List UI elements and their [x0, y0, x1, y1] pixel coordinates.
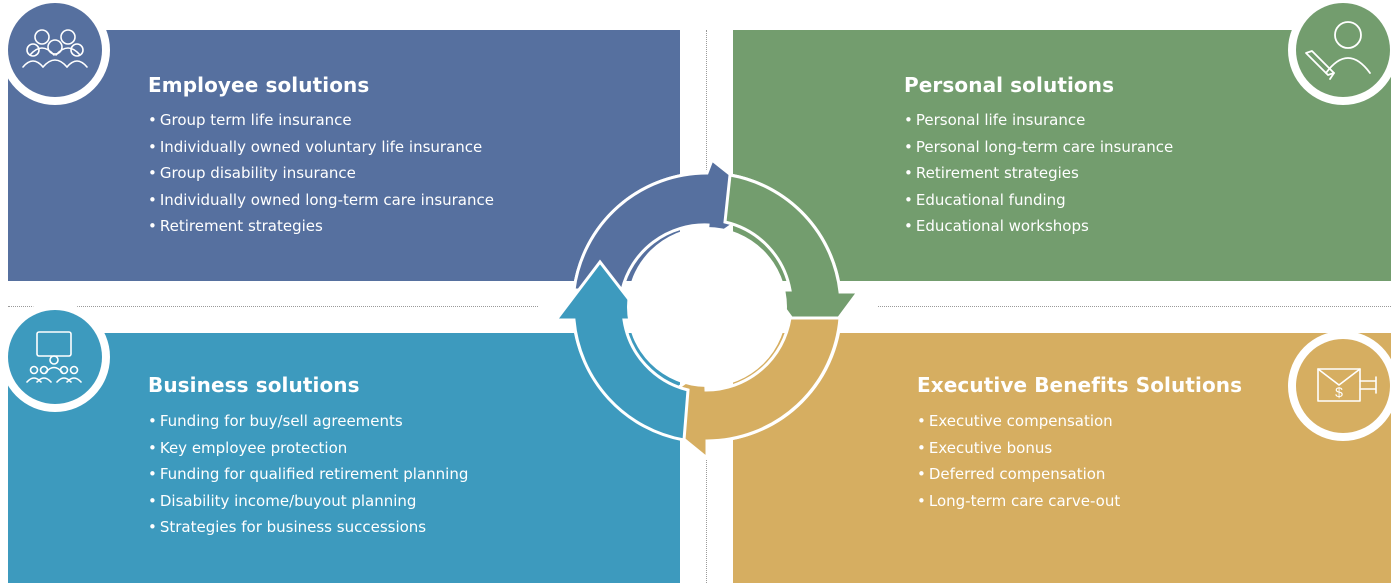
list-item: Strategies for business successions — [148, 514, 468, 541]
business-badge — [0, 302, 110, 412]
group-people-icon — [22, 29, 88, 68]
cycle-arrow-personal — [723, 173, 861, 353]
list-item: Disability income/buyout planning — [148, 488, 468, 515]
divider-top — [706, 30, 707, 190]
list-item: Individually owned long-term care insura… — [148, 187, 494, 214]
employee-solutions-list: Group term life insurance Individually o… — [148, 107, 494, 240]
executive-benefits-panel: Executive Benefits Solutions Executive c… — [733, 333, 1391, 583]
personal-solutions-title: Personal solutions — [904, 73, 1115, 97]
list-item: Funding for qualified retirement plannin… — [148, 461, 469, 488]
business-solutions-list: Funding for buy/sell agreements Key empl… — [148, 408, 469, 541]
list-item: Executive bonus — [917, 435, 1120, 462]
executive-benefits-list: Executive compensation Executive bonus D… — [917, 408, 1120, 514]
dollar-sign: $ — [1335, 384, 1343, 400]
list-item: Personal long-term care insurance — [904, 134, 1173, 161]
cycle-arrow-executive — [645, 316, 842, 462]
divider-right — [878, 306, 1391, 307]
list-item: Key employee protection — [148, 435, 468, 462]
divider-bottom — [706, 420, 707, 583]
employee-badge — [0, 0, 110, 105]
cycle-center — [627, 227, 787, 387]
employee-solutions-title: Employee solutions — [148, 73, 370, 97]
list-item: Retirement strategies — [904, 160, 1173, 187]
presentation-audience-icon — [26, 331, 82, 383]
person-pencil-icon — [1305, 21, 1371, 80]
list-item: Long-term care carve-out — [917, 488, 1120, 515]
list-item: Individually owned voluntary life insura… — [148, 134, 494, 161]
divider-left — [8, 306, 538, 307]
personal-badge — [1288, 0, 1391, 105]
business-solutions-title: Business solutions — [148, 373, 360, 397]
list-item: Educational funding — [904, 187, 1173, 214]
list-item: Group disability insurance — [148, 160, 494, 187]
cycle-arrow-business — [552, 259, 690, 442]
executive-badge: $ — [1288, 331, 1391, 441]
list-item: Educational workshops — [904, 213, 1173, 240]
list-item: Executive compensation — [917, 408, 1120, 435]
list-item: Funding for buy/sell agreements — [148, 408, 468, 435]
list-item: Deferred compensation — [917, 461, 1120, 488]
personal-solutions-panel: Personal solutions Personal life insuran… — [733, 30, 1391, 281]
cycle-arrow-employee — [572, 157, 768, 292]
list-item: Personal life insurance — [904, 107, 1173, 134]
money-envelope-icon: $ — [1317, 368, 1377, 402]
personal-solutions-list: Personal life insurance Personal long-te… — [904, 107, 1173, 240]
employee-solutions-panel: Employee solutions Group term life insur… — [8, 30, 680, 281]
list-item: Retirement strategies — [148, 213, 494, 240]
list-item: Group term life insurance — [148, 107, 494, 134]
executive-benefits-title: Executive Benefits Solutions — [917, 373, 1243, 397]
business-solutions-panel: Business solutions Funding for buy/sell … — [8, 333, 680, 583]
